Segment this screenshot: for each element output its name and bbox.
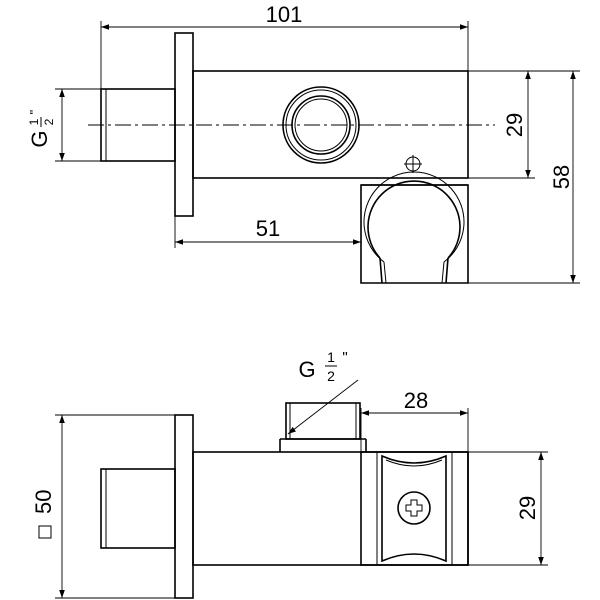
square-symbol-icon — [38, 525, 52, 539]
thread-inch-mark: " — [27, 109, 42, 114]
dim-square: 50 — [31, 414, 175, 599]
dim-holder-height-label: 29 — [515, 496, 540, 520]
dim-total-length-label: 101 — [266, 2, 303, 27]
dim-total-height: 58 — [468, 70, 580, 284]
outlet-port-side — [279, 402, 367, 452]
dim-square-label: 50 — [31, 490, 56, 514]
thread-letter: G — [27, 130, 52, 147]
valve-body-side — [192, 451, 469, 566]
thread-letter-outlet: G — [298, 357, 315, 382]
dim-total-height-label: 58 — [549, 165, 574, 189]
screw-head-icon-side — [397, 491, 431, 525]
thread-inch-mark-outlet: " — [342, 349, 347, 366]
thread-numerator: 1 — [27, 118, 41, 125]
dim-holder-length: 28 — [360, 388, 469, 452]
thread-label-inlet: G 1 2 " — [27, 109, 56, 147]
wall-flange-side — [174, 414, 194, 599]
dim-holder-height: 29 — [468, 451, 548, 566]
shower-holder-side — [360, 451, 469, 566]
outlet-port — [282, 86, 360, 164]
thread-denominator: 2 — [42, 118, 56, 125]
dim-body-height: 29 — [468, 70, 535, 179]
dim-holder-length-label: 28 — [404, 388, 428, 413]
screw-head-icon — [404, 155, 422, 173]
bottom-view: 50 28 29 G 1 2 " — [31, 349, 548, 599]
dim-flange-offset: 51 — [174, 216, 362, 248]
dim-total-length: 101 — [100, 2, 469, 89]
inlet-thread-side — [100, 468, 176, 549]
shower-holder — [360, 171, 469, 284]
top-view: 101 51 29 58 G — [27, 2, 580, 284]
dim-body-height-label: 29 — [502, 113, 527, 137]
thread-label-outlet: G 1 2 " — [287, 349, 359, 435]
thread-numerator-outlet: 1 — [327, 349, 335, 365]
dim-thread-inlet: G 1 2 " — [27, 88, 101, 162]
thread-denominator-outlet: 2 — [327, 368, 335, 384]
dim-flange-offset-label: 51 — [256, 216, 280, 241]
